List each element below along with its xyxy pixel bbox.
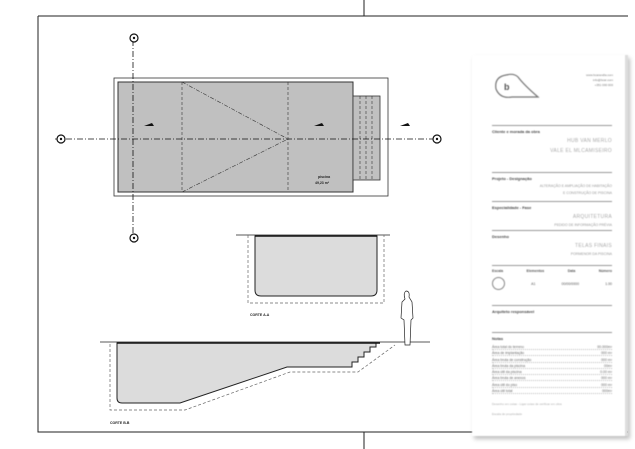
project-header: Projeto - Designação xyxy=(492,176,532,181)
drawing-line: PORMENOR DA PISCINA xyxy=(570,252,612,256)
section-a-label: CORTE A-A xyxy=(250,313,270,317)
specialty-section: Especialidade - Fase ARQUITETURA PEDIDO … xyxy=(492,201,612,227)
pool-plan: piscina 49,23 m² xyxy=(55,33,442,243)
specialty-line: PEDIDO DE INFORMAÇÃO PRÉVIA xyxy=(554,223,612,227)
client-address: VALE EL MLCAMISEIRO xyxy=(550,148,612,154)
pool-steps xyxy=(352,95,381,181)
specialty-header: Especialidade - Fase xyxy=(492,205,532,210)
elements-value: A1 xyxy=(531,281,536,286)
number-header: Número xyxy=(598,269,612,273)
client-name: HUB VAN MERLO xyxy=(567,138,612,144)
level-mark-icon xyxy=(314,123,324,126)
date-header: Data xyxy=(567,269,576,273)
section-b-b: CORTE B-B xyxy=(100,290,430,425)
contact-line: info@bcar.com xyxy=(592,78,613,82)
scale-header: Escala xyxy=(492,269,504,273)
human-figure-icon xyxy=(400,290,414,346)
specialty-line: ARQUITETURA xyxy=(572,214,612,220)
title-block: b www.bcarandla.com info@bcar.com +351 0… xyxy=(472,55,628,436)
notes-header: Notas xyxy=(492,336,504,341)
client-header: Cliente e morada da obra xyxy=(492,129,540,134)
sheet-frame xyxy=(37,15,628,433)
level-mark-icon xyxy=(144,123,154,126)
project-section: Projeto - Designação ALTERAÇÃO E AMPLIAÇ… xyxy=(492,172,612,195)
section-a-a: CORTE A-A xyxy=(236,234,390,317)
section-b-label: CORTE B-B xyxy=(110,421,130,425)
project-line: E CONSTRUÇÃO DE PISCINA xyxy=(562,191,612,195)
area-label: piscina xyxy=(318,175,330,179)
number-value: 1.00 xyxy=(605,281,612,286)
elements-header: Elementos xyxy=(526,269,545,273)
level-mark-icon xyxy=(400,123,410,126)
contact-line: +351 000 000 xyxy=(594,83,613,87)
project-line: ALTERAÇÃO E AMPLIAÇÃO DE HABITAÇÃO xyxy=(539,184,612,188)
contact-line: www.bcarandla.com xyxy=(586,73,613,77)
architect-header: Arquiteto responsável xyxy=(492,309,535,314)
drawing-header: Desenho xyxy=(492,234,509,239)
architect-section: Arquiteto responsável xyxy=(492,305,612,314)
client-section: Cliente e morada da obra HUB VAN MERLO V… xyxy=(492,125,612,154)
area-value: 49,23 m² xyxy=(315,181,330,185)
footer-note: Escala de propriedade xyxy=(492,412,523,417)
drawing-line: TELAS FINAIS xyxy=(575,243,612,249)
pool-basin xyxy=(117,81,354,193)
footer-note: Desenho em cotas - Ligar cotas de verifi… xyxy=(492,402,562,407)
scale-icon xyxy=(492,277,505,290)
svg-text:b: b xyxy=(504,82,510,92)
drawing-section: Desenho TELAS FINAIS PORMENOR DA PISCINA xyxy=(492,230,612,256)
meta-section: Escala Elementos Data Número A1 00/00/00… xyxy=(492,265,612,300)
company-logo-icon: b xyxy=(495,73,540,98)
date-value: 00/00/0000 xyxy=(561,281,580,286)
